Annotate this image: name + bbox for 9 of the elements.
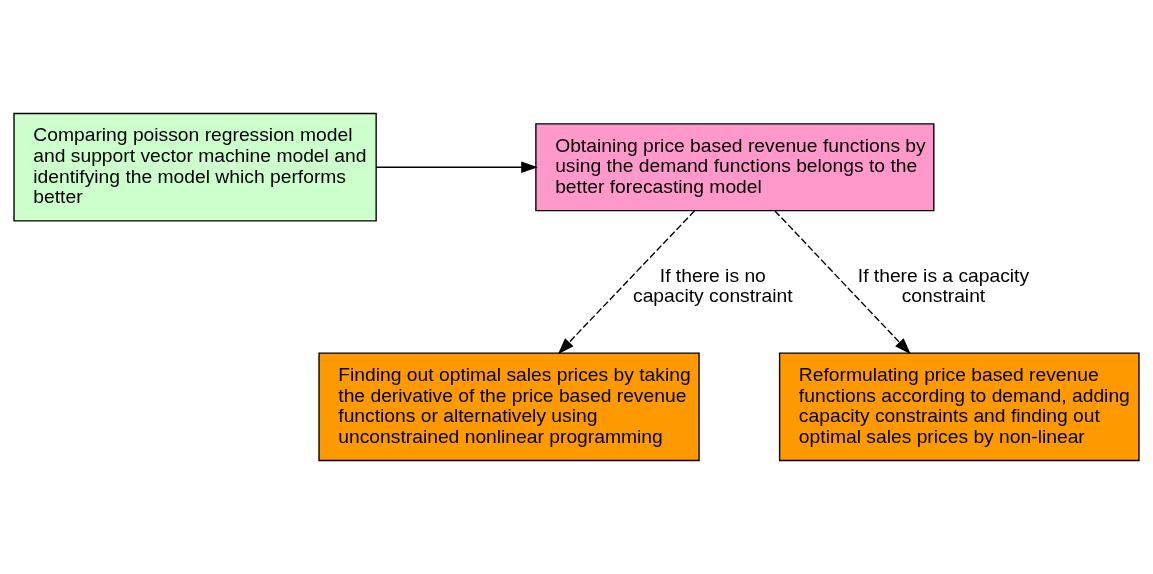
node-box: Obtaining price based revenue functions by using the demand functions belongs to the better forecasting model	[535, 123, 935, 212]
arrow	[375, 161, 538, 173]
arrow	[557, 210, 696, 355]
edge-label: If there is no capacity constraint	[633, 264, 793, 307]
arrow	[774, 210, 911, 355]
edge-label: If there is a capacity constraint	[857, 264, 1030, 307]
node-box: Comparing poisson regression model and support vector machine model and identifying the model which performs better	[13, 112, 377, 222]
node-box: Finding out optimal sales prices by taking the derivative of the price based revenue functions or alternatively using unconstrained nonlinear programming	[318, 352, 700, 462]
node-box: Reformulating price based revenue functions according to demand, adding capacity constraints and finding out optimal sales prices by non-linear	[778, 352, 1140, 462]
